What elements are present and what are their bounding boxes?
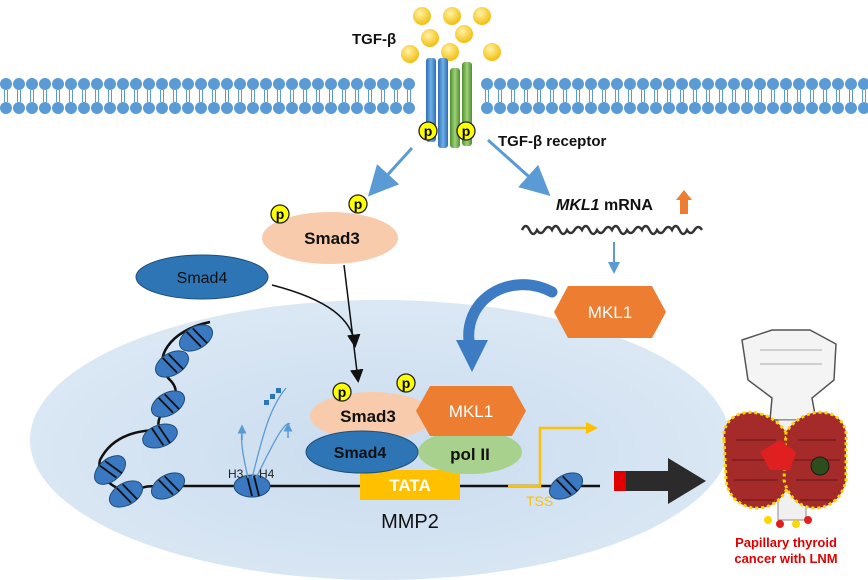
svg-text:p: p xyxy=(424,123,433,139)
mkl1-nuclear xyxy=(416,386,526,436)
receptor-phospho-1: p xyxy=(418,121,438,141)
h3-label: H3 xyxy=(228,467,244,481)
tss-label: TSS xyxy=(526,493,553,509)
svg-text:p: p xyxy=(402,375,411,391)
mrna-strand xyxy=(520,224,704,236)
smad3-cytoplasm xyxy=(262,212,398,264)
gene-label: MMP2 xyxy=(381,511,439,533)
smad3-cytoplasm-label: Smad3 xyxy=(304,229,360,248)
nucleosomes xyxy=(94,324,584,508)
svg-text:p: p xyxy=(276,206,285,222)
receptor-to-smad3-arrow xyxy=(367,146,414,197)
smad4-cytoplasm-label: Smad4 xyxy=(177,270,228,287)
cell-membrane xyxy=(0,78,868,114)
receptor-to-mrna-arrow xyxy=(486,138,551,197)
h4-label: H4 xyxy=(259,467,275,481)
smad4-cytoplasm xyxy=(135,254,269,300)
thyroid-gland-icon xyxy=(722,329,848,528)
smad4-nuclear-label: Smad4 xyxy=(334,445,387,462)
outcome-label-line2: cancer with LNM xyxy=(734,551,837,566)
tgf-beta-ligand xyxy=(401,7,501,63)
up-arrow-icon xyxy=(676,190,692,214)
smad3-nuclear-phospho-1: p xyxy=(332,382,352,402)
svg-text:p: p xyxy=(354,196,363,212)
smad4-nuclear xyxy=(305,430,419,474)
ligand-label: TGF-β xyxy=(352,31,396,48)
smad3-phospho-1: p xyxy=(270,204,290,224)
tss-arrow xyxy=(508,426,588,488)
smad3-to-complex-arrow xyxy=(343,264,364,383)
mkl1-nuclear-label: MKL1 xyxy=(449,402,493,421)
smad3-nuclear xyxy=(310,392,434,440)
tgf-beta-receptor xyxy=(426,58,472,148)
smad3-phospho-2: p xyxy=(348,194,368,214)
mkl1-cytoplasm xyxy=(554,286,666,338)
mkl1-nuclear-translocation-arrow xyxy=(456,279,558,372)
svg-text:p: p xyxy=(338,384,347,400)
smad3-nuclear-label: Smad3 xyxy=(340,407,396,426)
tata-box xyxy=(360,470,460,500)
mrna-label: MKL1 mRNA xyxy=(556,197,653,214)
mkl1-cytoplasm-label: MKL1 xyxy=(588,303,632,322)
outcome-label-line1: Papillary thyroid xyxy=(735,535,837,550)
smad3-nuclear-phospho-2: p xyxy=(396,373,416,393)
pol2-label: pol II xyxy=(450,445,490,464)
svg-text:p: p xyxy=(462,123,471,139)
tata-label: TATA xyxy=(389,476,431,495)
receptor-label: TGF-β receptor xyxy=(498,133,606,150)
pol2 xyxy=(418,430,522,474)
outcome-arrow xyxy=(614,458,706,504)
tss-arrowhead xyxy=(586,422,598,434)
histone-mark-arrows xyxy=(237,388,293,440)
receptor-phospho-2: p xyxy=(456,121,476,141)
